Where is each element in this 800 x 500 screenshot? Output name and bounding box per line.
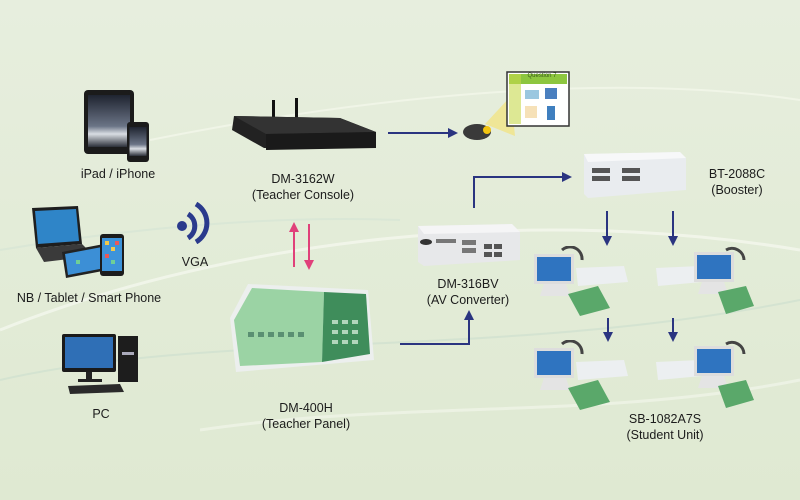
teacher-console-role: (Teacher Console) — [251, 188, 355, 202]
booster-role: (Booster) — [711, 183, 763, 197]
student-unit-device[interactable] — [532, 246, 630, 318]
booster-model: BT-2088C — [708, 167, 766, 181]
teacher-panel-device[interactable] — [228, 280, 376, 376]
teacher-panel-label: DM-400H (Teacher Panel) — [236, 400, 376, 432]
student-unit-label: SB-1082A7S (Student Unit) — [600, 411, 730, 443]
teacher-panel-role: (Teacher Panel) — [261, 417, 351, 431]
wifi-signal-icon — [177, 202, 210, 244]
student-unit-device[interactable] — [652, 340, 756, 412]
projector-screen-heading: Question 7 — [527, 73, 557, 79]
arrow-panel-to-converter — [400, 310, 474, 345]
arrow-converter-to-booster — [473, 172, 572, 208]
teacher-console-device[interactable] — [228, 92, 378, 162]
desktop-pc-icon — [62, 334, 138, 394]
source-label-nb: NB / Tablet / Smart Phone — [16, 291, 162, 305]
student-unit-role: (Student Unit) — [626, 428, 704, 442]
teacher-console-model: DM-3162W — [271, 172, 335, 186]
laptop-tablet-phone-icon — [32, 206, 124, 278]
source-label-pc: PC — [92, 407, 110, 421]
student-unit-device[interactable] — [532, 340, 630, 412]
booster-device[interactable] — [576, 150, 690, 202]
av-converter-device[interactable] — [414, 222, 524, 268]
source-label-ipad: iPad / iPhone — [80, 167, 156, 181]
student-unit-device[interactable] — [652, 246, 756, 318]
teacher-panel-model: DM-400H — [279, 401, 333, 415]
projector-device — [463, 71, 570, 140]
booster-label: BT-2088C (Booster) — [692, 166, 782, 198]
student-unit-model: SB-1082A7S — [628, 412, 702, 426]
av-converter-label: DM-316BV (AV Converter) — [408, 276, 528, 308]
wireless-label: VGA — [181, 255, 209, 269]
av-converter-model: DM-316BV — [437, 277, 499, 291]
av-converter-role: (AV Converter) — [426, 293, 510, 307]
teacher-console-label: DM-3162W (Teacher Console) — [228, 171, 378, 203]
tablet-phone-icon — [84, 90, 149, 162]
